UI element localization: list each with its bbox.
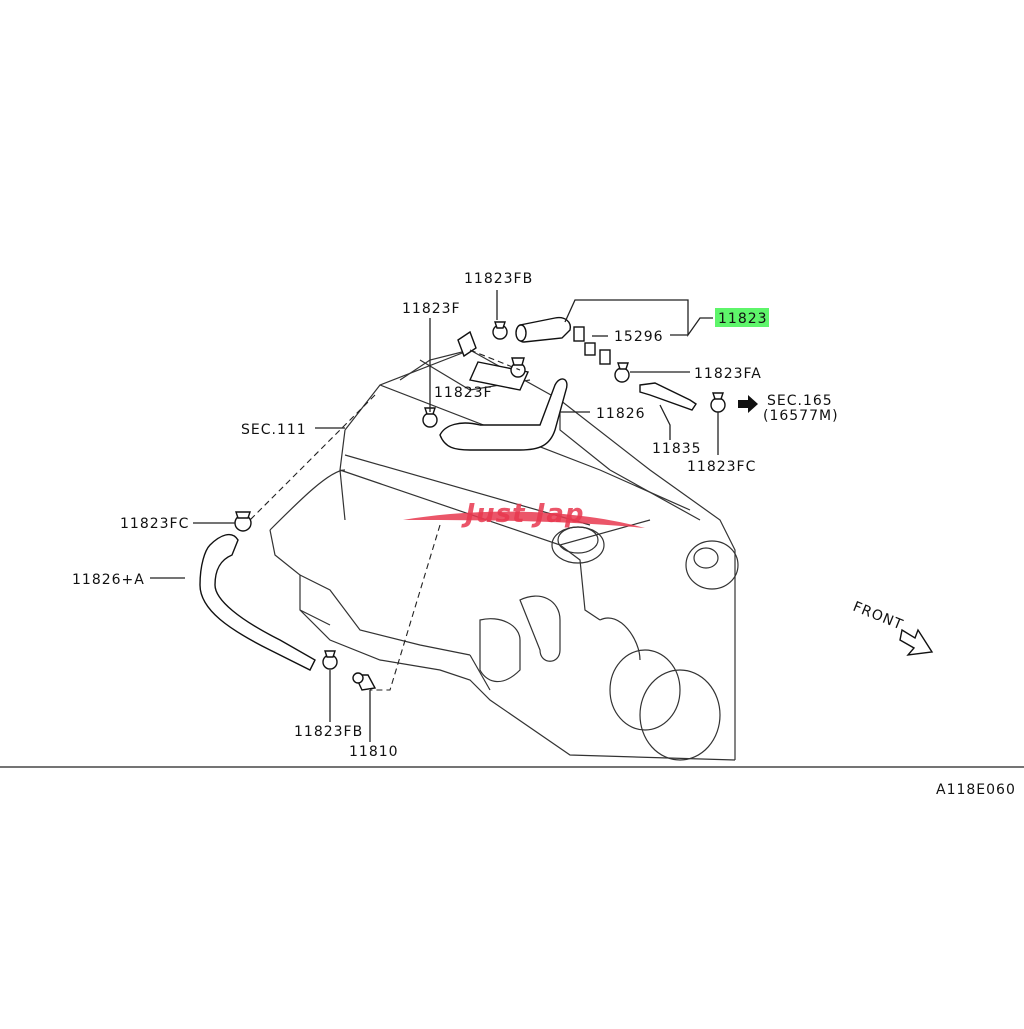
label-11826a: 11826+A bbox=[72, 572, 145, 588]
hose-11826A bbox=[199, 533, 316, 671]
hose-11826 bbox=[439, 330, 568, 451]
label-11823fc-right: 11823FC bbox=[687, 459, 756, 475]
front-arrow-icon bbox=[899, 628, 934, 656]
label-11835: 11835 bbox=[652, 441, 702, 457]
label-11823fa: 11823FA bbox=[694, 366, 762, 382]
label-11810: 11810 bbox=[349, 744, 399, 760]
dashed-link bbox=[370, 524, 441, 691]
hose-11823 bbox=[515, 316, 572, 343]
diagram-code: A118E060 bbox=[936, 782, 1016, 798]
grommet-15296 bbox=[573, 326, 611, 365]
label-sec111: SEC.111 bbox=[241, 422, 307, 438]
watermark-text: Just Jap bbox=[461, 499, 585, 529]
label-sec165: SEC.165 bbox=[767, 393, 833, 409]
label-11823: 11823 bbox=[718, 311, 768, 327]
label-11823f-b: 11823F bbox=[434, 385, 493, 401]
label-16577m: (16577M) bbox=[763, 408, 839, 424]
hose-11835 bbox=[639, 382, 697, 411]
label-11823fb-bottom: 11823FB bbox=[294, 724, 363, 740]
label-11823fc-left: 11823FC bbox=[120, 516, 189, 532]
engine-block bbox=[269, 349, 739, 761]
pcv-valve-11810 bbox=[352, 672, 377, 691]
dashed-link bbox=[249, 394, 376, 521]
highlight-box bbox=[715, 308, 769, 327]
label-11823f-a: 11823F bbox=[402, 301, 461, 317]
clamp-icon bbox=[234, 321, 726, 670]
watermark-logo: Just Jap bbox=[403, 499, 645, 529]
label-15296: 15296 bbox=[614, 329, 664, 345]
arrow-right-icon bbox=[738, 395, 758, 413]
label-front: FRONT bbox=[851, 599, 906, 634]
dashed-link bbox=[469, 349, 521, 371]
label-11823fb-top: 11823FB bbox=[464, 271, 533, 287]
label-11826: 11826 bbox=[596, 406, 646, 422]
